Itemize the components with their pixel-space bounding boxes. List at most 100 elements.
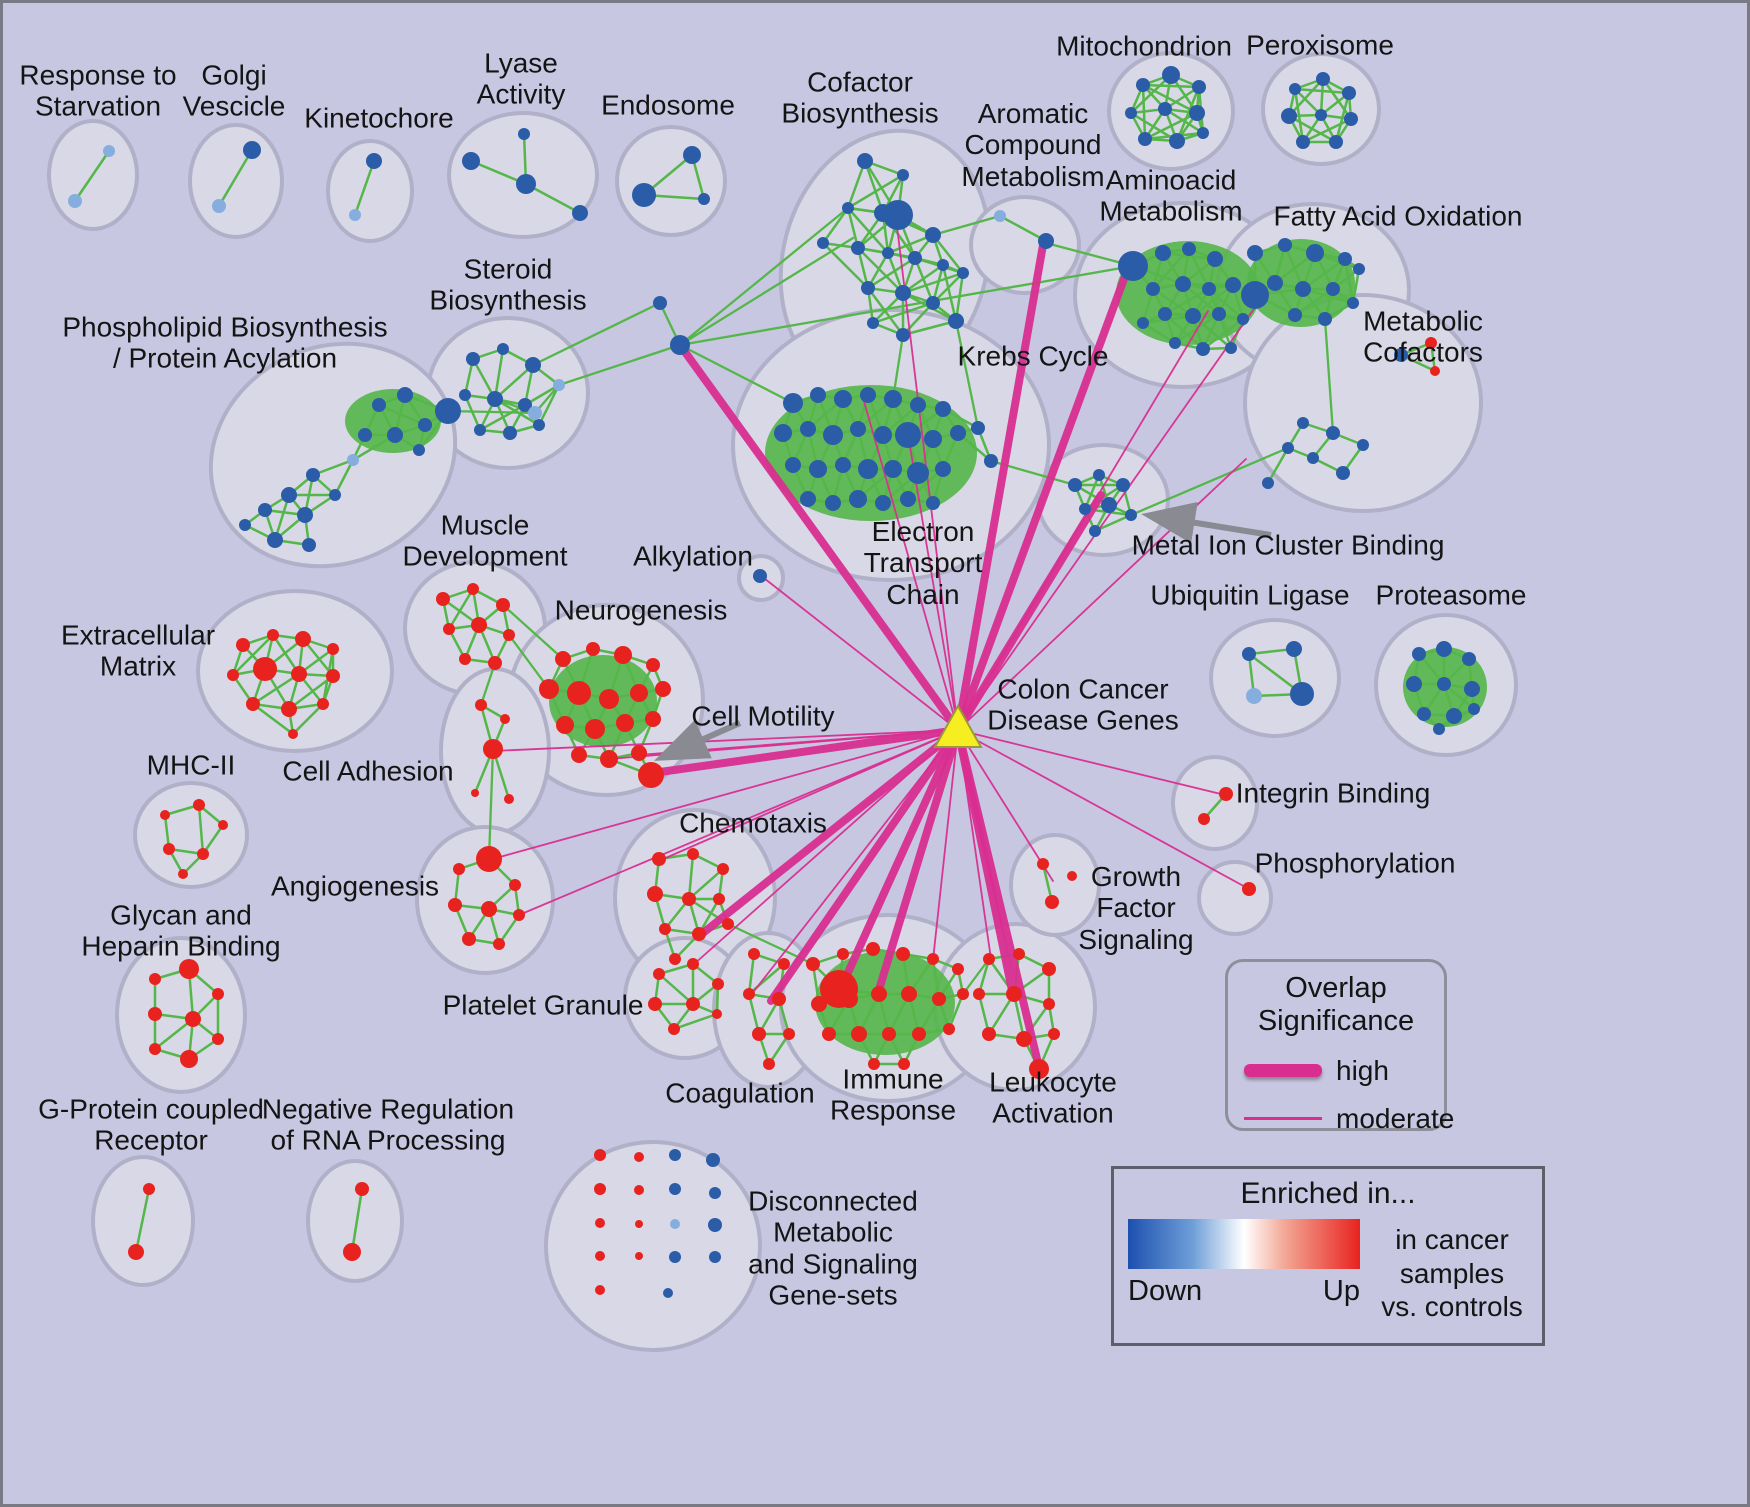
gene-set-node-integrin-binding xyxy=(1219,787,1233,801)
edge-long-range xyxy=(479,661,497,707)
edge-steroid-biosynthesis xyxy=(493,347,505,401)
gene-set-node-metal-ion-cluster-binding xyxy=(1101,497,1117,513)
edge-cofactor-biosynthesis xyxy=(821,241,870,290)
gene-set-node-metal-ion-cluster-binding xyxy=(1079,503,1091,515)
edge-cofactor-biosynthesis xyxy=(931,233,965,275)
gene-set-node-neurogenesis xyxy=(567,681,591,705)
gene-set-node-steroid-biosynthesis xyxy=(503,426,517,440)
gene-set-node-steroid-biosynthesis xyxy=(497,343,509,355)
gene-set-node-cofactor-biosynthesis xyxy=(882,247,894,259)
hub-layer xyxy=(933,703,983,748)
edge-long-range xyxy=(678,236,855,347)
enrichment-gradient-bar xyxy=(1128,1219,1360,1269)
overlap-edge-high xyxy=(954,491,1105,734)
gene-set-node-glycan-heparin-binding xyxy=(212,988,224,1000)
legend-enriched-note: in cancer samples vs. controls xyxy=(1381,1224,1523,1323)
gene-set-node-immune-response xyxy=(840,990,858,1008)
legend-overlap-significance: Overlap Significance high moderate xyxy=(1225,959,1454,1134)
gene-set-node-steroid-biosynthesis xyxy=(474,424,486,436)
edge-chemotaxis xyxy=(687,852,695,901)
gene-set-node-ubiquitin-ligase xyxy=(1246,688,1262,704)
gene-set-node-cofactor-biosynthesis xyxy=(842,202,854,214)
edge-muscle-development xyxy=(447,587,475,631)
gene-set-node-electron-transport-chain xyxy=(874,426,892,444)
overlap-edge-high xyxy=(954,241,1047,734)
gene-set-node-steroid-biosynthesis xyxy=(533,419,545,431)
gene-set-node-mitochondrion xyxy=(1197,127,1209,139)
gene-set-node-extracellular-matrix xyxy=(227,669,239,681)
gene-set-node-phospholipid-biosynthesis xyxy=(302,538,316,552)
gene-set-node-platelet-granule xyxy=(712,978,724,990)
gene-set-node-steroid-biosynthesis xyxy=(459,389,471,401)
gene-set-node-chemotaxis xyxy=(692,927,706,941)
gene-set-node-platelet-granule xyxy=(648,997,662,1011)
gene-set-node-electron-transport-chain xyxy=(800,491,816,507)
overlap-edge-moderate xyxy=(862,397,959,731)
overlap-edge-high xyxy=(837,726,962,992)
gene-set-node-phospholipid-biosynthesis xyxy=(387,427,403,443)
gene-set-node-cofactor-biosynthesis xyxy=(817,237,829,249)
gene-set-node-electron-transport-chain xyxy=(884,390,902,408)
gene-set-node-mhc-ii xyxy=(160,810,170,820)
gene-set-node-metal-ion-cluster-binding xyxy=(1125,509,1137,521)
edge-long-range xyxy=(507,633,551,691)
gene-set-node-metal-ion-cluster-binding xyxy=(1089,525,1101,537)
gene-set-node-phospholipid-biosynthesis xyxy=(306,468,320,482)
gene-set-node-electron-transport-chain xyxy=(858,459,878,479)
gene-set-node-immune-response xyxy=(868,1058,880,1070)
gene-set-node-angiogenesis xyxy=(453,863,465,875)
gene-set-node-muscle-development xyxy=(503,629,515,641)
gene-set-node-angiogenesis xyxy=(476,846,502,872)
gene-set-node-aminoacid-metabolism xyxy=(1237,313,1249,325)
edge-long-range xyxy=(531,301,662,367)
gene-set-node-mhc-ii xyxy=(193,799,205,811)
pointer-arrows-layer xyxy=(654,501,1272,761)
gene-set-node-phospholipid-biosynthesis xyxy=(418,418,432,432)
gene-set-node-immune-response xyxy=(822,1027,836,1041)
edge-aminoacid-metabolism xyxy=(1151,247,1191,291)
gene-set-node-proteasome xyxy=(1464,681,1480,697)
gene-set-node-peroxisome xyxy=(1296,135,1310,149)
gene-set-node-muscle-development xyxy=(459,653,471,665)
gene-set-node-steroid-biosynthesis xyxy=(525,357,541,373)
gene-set-node-disconnected-gene-sets xyxy=(663,1288,673,1298)
edge-long-range xyxy=(954,319,980,430)
gene-set-node-glycan-heparin-binding xyxy=(212,1033,224,1045)
edge-mitochondrion xyxy=(1141,83,1201,89)
edge-fatty-acid-oxidation xyxy=(1343,257,1355,305)
cluster-ellipse-growth-factor-signaling xyxy=(1009,833,1101,937)
gene-set-node-disconnected-gene-sets xyxy=(635,1252,643,1260)
edge-aminoacid-metabolism xyxy=(1141,321,1177,345)
gene-set-node-extracellular-matrix xyxy=(295,631,311,647)
edge-cofactor-biosynthesis xyxy=(901,271,965,295)
legend-moderate-label: moderate xyxy=(1336,1102,1455,1134)
gene-set-node-chemotaxis xyxy=(722,918,734,930)
gene-set-node-immune-response xyxy=(806,957,820,971)
gene-set-node-metabolic-cofactors xyxy=(1297,417,1309,429)
gene-set-node-immune-response xyxy=(866,942,880,956)
cluster-ellipse-integrin-binding xyxy=(1171,755,1259,851)
gene-set-node-fatty-acid-oxidation xyxy=(1306,244,1324,262)
gene-set-node-response-starvation xyxy=(103,145,115,157)
overlap-edge-high xyxy=(699,726,962,937)
edge-cofactor-biosynthesis xyxy=(913,256,935,305)
gene-set-node-cell-adhesion xyxy=(500,714,510,724)
gene-set-node-muscle-development xyxy=(467,583,479,595)
gene-set-node-disconnected-gene-sets xyxy=(708,1218,722,1232)
gene-set-node-platelet-granule xyxy=(687,958,699,970)
edge-phospholipid-biosynthesis xyxy=(311,458,355,477)
gene-set-node-mitochondrion xyxy=(1158,102,1172,116)
gene-set-node-peroxisome xyxy=(1315,109,1327,121)
edge-fatty-acid-oxidation xyxy=(1293,287,1335,317)
edge-platelet-granule xyxy=(672,1012,719,1031)
gene-set-node-extracellular-matrix xyxy=(317,698,329,710)
overlap-edge-high xyxy=(874,726,962,997)
gene-set-node-chemotaxis xyxy=(713,893,725,905)
gene-set-node-ubiquitin-ligase xyxy=(1242,647,1256,661)
overlap-edge-high xyxy=(954,726,1042,1067)
gene-set-node-cofactor-biosynthesis xyxy=(897,169,909,181)
gene-set-node-disconnected-gene-sets xyxy=(594,1149,606,1161)
gene-set-node-cell-adhesion xyxy=(504,794,514,804)
edge-long-range xyxy=(487,747,495,861)
gene-set-node-growth-factor-signaling xyxy=(1045,895,1059,909)
